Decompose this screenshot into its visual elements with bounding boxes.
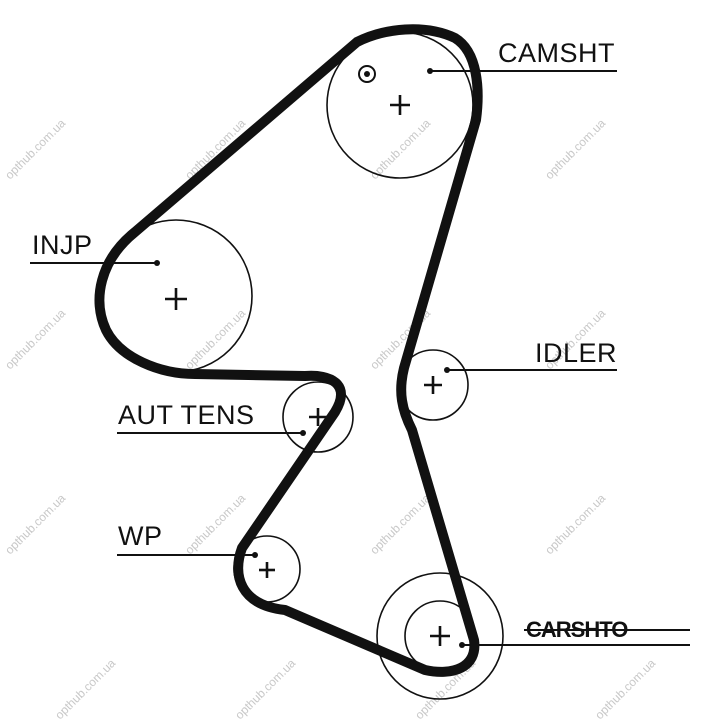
watermark: opthub.com.ua xyxy=(2,491,68,557)
watermark: opthub.com.ua xyxy=(52,656,118,720)
watermark: opthub.com.ua xyxy=(2,116,68,182)
injection-pump-label: INJP xyxy=(32,230,93,260)
water-pump-center-icon xyxy=(259,562,275,578)
crankshaft-outer-pulley xyxy=(376,572,504,700)
auto-tensioner-center-icon xyxy=(309,408,327,426)
watermark: opthub.com.ua xyxy=(367,491,433,557)
idler-label: IDLER xyxy=(535,338,617,368)
camshaft-timing-mark xyxy=(358,65,376,83)
leader-lines xyxy=(30,68,690,648)
center-marks xyxy=(165,95,450,646)
water-pump-label: WP xyxy=(118,521,163,551)
watermark: opthub.com.ua xyxy=(592,656,658,720)
auto-tensioner-label: AUT TENS xyxy=(118,400,255,430)
camshaft-label: CAMSHT xyxy=(498,38,615,68)
injection-pump-center-icon xyxy=(165,288,187,310)
watermark: opthub.com.ua xyxy=(542,491,608,557)
timing-belt xyxy=(94,24,483,677)
labels: CAMSHT INJP IDLER AUT TENS WP CARSHTO xyxy=(32,38,690,642)
watermark: opthub.com.ua xyxy=(2,306,68,372)
camshaft-center-icon xyxy=(390,95,410,115)
crankshaft-center-icon xyxy=(430,626,450,646)
watermark: opthub.com.ua xyxy=(367,116,433,182)
auto-tensioner-pulley xyxy=(282,381,354,453)
watermark: opthub.com.ua xyxy=(232,656,298,720)
watermark: opthub.com.ua xyxy=(542,116,608,182)
idler-center-icon xyxy=(424,376,442,394)
